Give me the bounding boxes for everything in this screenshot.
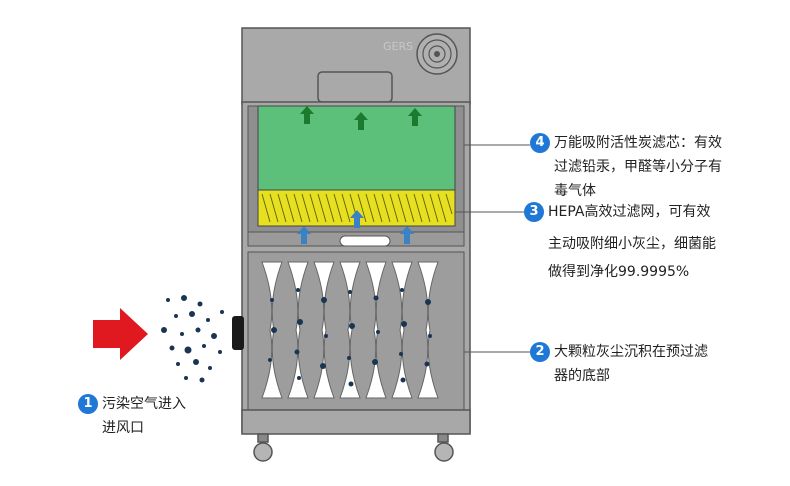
callout-4-line-1: 万能吸附活性炭滤芯：有效 xyxy=(554,135,722,151)
fan-icon xyxy=(416,33,458,75)
callout-badge-1: 1 xyxy=(78,394,98,414)
callout-4-line-3: 毒气体 xyxy=(554,183,596,199)
wheel-icon xyxy=(253,433,454,462)
inlet-arrow-icon xyxy=(93,308,148,360)
airflow-arrows-blue xyxy=(297,210,414,244)
air-inlet xyxy=(232,316,244,350)
callout-3-line-1: HEPA高效过滤网，可有效 xyxy=(548,204,711,220)
leader-lines xyxy=(455,144,530,353)
motor-box xyxy=(317,71,393,103)
handle xyxy=(339,235,391,247)
callout-badge-3: 3 xyxy=(524,202,544,222)
callout-2-line-1: 大颗粒灰尘沉积在预过滤 xyxy=(554,344,708,360)
callout-badge-4: 4 xyxy=(530,133,550,153)
cabinet-base xyxy=(241,409,471,435)
trapped-particles xyxy=(268,288,432,387)
callout-1-line-1: 污染空气进入 xyxy=(102,396,186,412)
callout-2-line-2: 器的底部 xyxy=(554,368,610,384)
airflow-arrows-green xyxy=(300,106,422,130)
callout-badge-2: 2 xyxy=(530,342,550,362)
callout-3-line-2: 主动吸附细小灰尘，细菌能 xyxy=(548,236,716,252)
particle-cloud xyxy=(161,295,224,383)
callout-4-line-2: 过滤铅汞，甲醛等小分子有 xyxy=(554,159,722,175)
callout-3-line-3: 做得到净化99.9995% xyxy=(548,264,690,280)
brand-text: GERS xyxy=(383,40,413,53)
callout-1-line-2: 进风口 xyxy=(102,420,144,436)
